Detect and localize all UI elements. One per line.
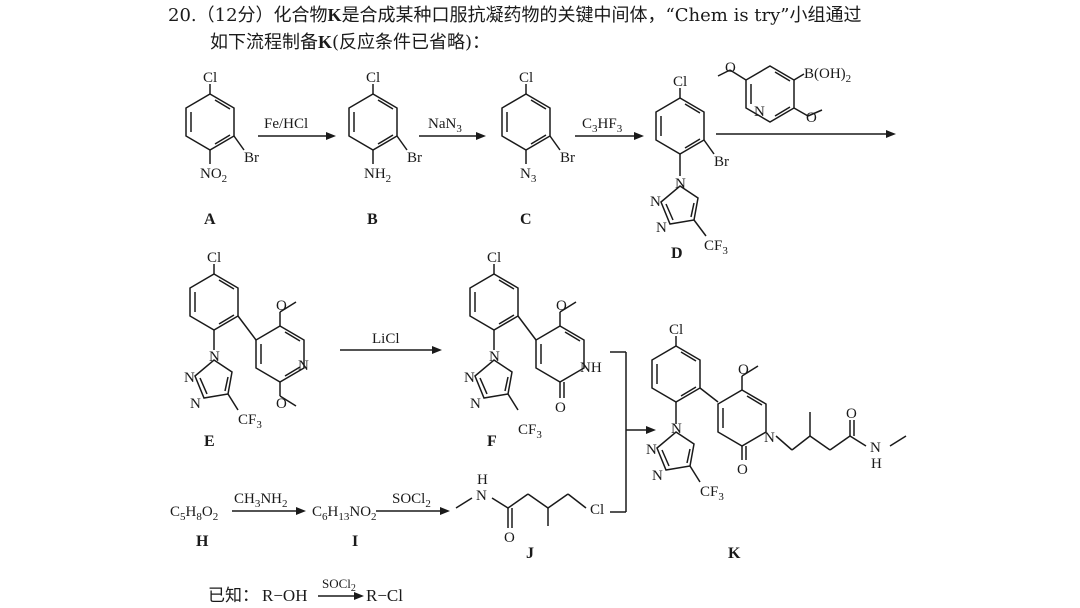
structure-d (655, 65, 823, 237)
atom-cl-f: Cl (487, 250, 501, 266)
atom-n1-k: N (671, 421, 682, 437)
atom-n1-d: N (675, 176, 686, 192)
atom-n3-d: N (656, 220, 667, 236)
atom-cf3-e: CF3 (238, 412, 262, 431)
reagent-i-j: SOCl2 (392, 491, 431, 510)
atom-cf3-d: CF3 (704, 238, 728, 257)
label-j: J (526, 545, 534, 562)
question-line-1: 20.（12分）化合物K是合成某种口服抗凝药物的关键中间体，“Chem is t… (168, 2, 862, 29)
atom-n-j: N (476, 488, 487, 504)
question-number: 20. (168, 5, 197, 26)
atom-br-c: Br (560, 150, 575, 166)
atom-n2-f: N (464, 370, 475, 386)
atom-br-a: Br (244, 150, 259, 166)
atom-n3-k: N (652, 468, 663, 484)
atom-cf3-k: CF3 (700, 484, 724, 503)
label-f: F (487, 433, 497, 450)
reagent-known: SOCl2 (322, 576, 356, 594)
formula-h: C5H8O2 (170, 504, 218, 523)
atom-cl-j: Cl (590, 502, 604, 518)
reagent-labels: Fe/HCl NaN3 C3HF3 LiCl CH3NH2 SOCl2 SOCl… (234, 116, 623, 594)
compound-k-ref-2: K (318, 32, 333, 52)
structure-j (455, 493, 587, 528)
atom-o-e-2: O (276, 396, 287, 412)
atom-br-b: Br (407, 150, 422, 166)
question-text-b: 是合成某种口服抗凝药物的关键中间体，“Chem is try”小组通过 (341, 5, 862, 26)
atom-n-reagent: N (754, 104, 765, 120)
atom-o-k-1: O (738, 362, 749, 378)
formulas: C5H8O2 C6H13NO2 (170, 504, 377, 523)
atom-o-reagent-2: O (806, 110, 817, 126)
atom-n3-c: N3 (520, 166, 537, 185)
atom-h-j: H (477, 472, 488, 488)
arrows-row1 (258, 133, 890, 137)
question-text-d: (反应条件已省略)： (332, 32, 491, 53)
question-text-c: 如下流程制备 (210, 32, 318, 53)
atom-o-e-1: O (276, 298, 287, 314)
atom-n-k: N (764, 430, 775, 446)
atom-n3-f: N (470, 396, 481, 412)
structure-k (651, 336, 907, 483)
atom-cl-e: Cl (207, 250, 221, 266)
label-a: A (204, 211, 216, 228)
label-b: B (367, 211, 378, 228)
atom-cl-c: Cl (519, 70, 533, 86)
arrowheads (296, 130, 896, 600)
atom-n2-e: N (184, 370, 195, 386)
structure-f (469, 264, 585, 411)
atom-h-amide-k: H (871, 456, 882, 472)
structure-a (185, 84, 245, 164)
atom-n1-f: N (489, 349, 500, 365)
reagent-e-f: LiCl (372, 331, 400, 347)
known-line: 已知： R−OH R−Cl (208, 586, 403, 605)
atom-cf3-f: CF3 (518, 422, 542, 441)
atom-o-j: O (504, 530, 515, 546)
reagent-b-c: NaN3 (428, 116, 462, 135)
known-prefix: 已知： (208, 586, 259, 605)
atom-o-k-2: O (737, 462, 748, 478)
atom-cl-d: Cl (673, 74, 687, 90)
reagent-h-i: CH3NH2 (234, 491, 288, 510)
atom-cl-k: Cl (669, 322, 683, 338)
atom-nh-f: NH (580, 360, 602, 376)
atom-n-e: N (298, 358, 309, 374)
atom-n1-e: N (209, 349, 220, 365)
known-left: R−OH (262, 586, 307, 605)
label-h: H (196, 533, 209, 550)
label-d: D (671, 245, 683, 262)
structure-b (348, 84, 408, 164)
atom-cl-b: Cl (366, 70, 380, 86)
convergent-arrow (610, 351, 650, 513)
label-e: E (204, 433, 215, 450)
atom-nh2-b: NH2 (364, 166, 391, 185)
atom-o-f-1: O (556, 298, 567, 314)
label-c: C (520, 211, 532, 228)
atom-n3-e: N (190, 396, 201, 412)
atom-labels: Cl Br NO2 Cl Br NH2 Cl Br N3 Cl Br N N N… (184, 60, 882, 546)
atom-n2-d: N (650, 194, 661, 210)
question-text-a: 化合物 (273, 5, 328, 26)
atom-n2-k: N (646, 442, 657, 458)
atom-no2-a: NO2 (200, 166, 227, 185)
atom-boh2: B(OH)2 (804, 66, 851, 85)
label-i: I (352, 533, 358, 550)
known-right: R−Cl (366, 586, 403, 605)
structure-e (189, 264, 305, 411)
atom-o-k-3: O (846, 406, 857, 422)
question-line-2: 如下流程制备K(反应条件已省略)： (210, 29, 490, 56)
label-k: K (728, 545, 741, 562)
atom-br-d: Br (714, 154, 729, 170)
atom-o-reagent-1: O (725, 60, 736, 76)
structure-c (501, 84, 561, 164)
atom-n-amide-k: N (870, 440, 881, 456)
atom-o-f-2: O (555, 400, 566, 416)
atom-cl-a: Cl (203, 70, 217, 86)
question-score: （12分） (196, 5, 274, 26)
formula-i: C6H13NO2 (312, 504, 377, 523)
compound-k-ref: K (327, 5, 342, 25)
reagent-a-b: Fe/HCl (264, 116, 308, 132)
compound-labels: A B C D E F H I J K (196, 211, 741, 562)
reagent-c-d: C3HF3 (582, 116, 623, 135)
